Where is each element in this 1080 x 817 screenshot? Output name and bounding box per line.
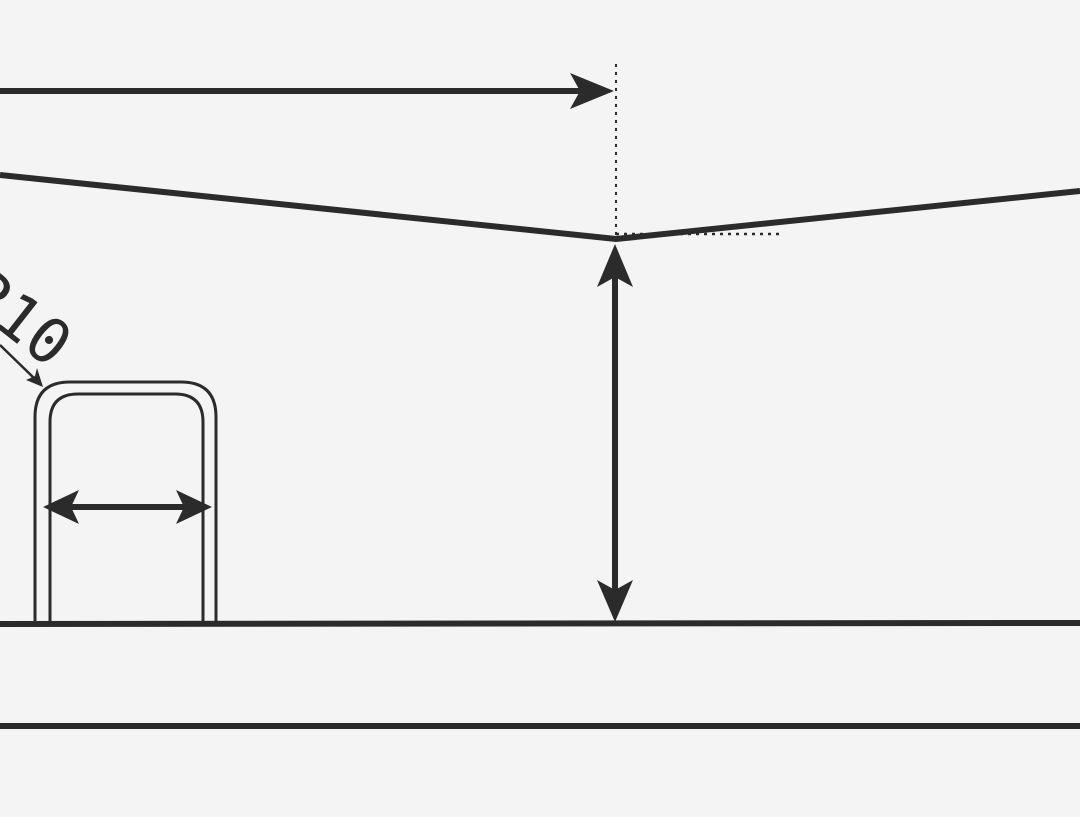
height-dimension-arrowhead-bottom (597, 580, 633, 622)
width-dimension-arrowhead-right (176, 490, 212, 524)
radius-leader-arrowhead (26, 368, 43, 387)
height-dimension-arrowhead-top (597, 244, 633, 287)
width-dimension-arrowhead-left (43, 490, 79, 524)
channel-inner-outline (48, 392, 205, 621)
top-dimension-arrowhead (570, 73, 614, 109)
radius-leader-line (0, 344, 37, 381)
radius-label: R10 (0, 255, 86, 381)
base-line (0, 620, 1080, 627)
sloped-profile-line (0, 172, 1080, 243)
channel-outer-outline (33, 380, 218, 621)
